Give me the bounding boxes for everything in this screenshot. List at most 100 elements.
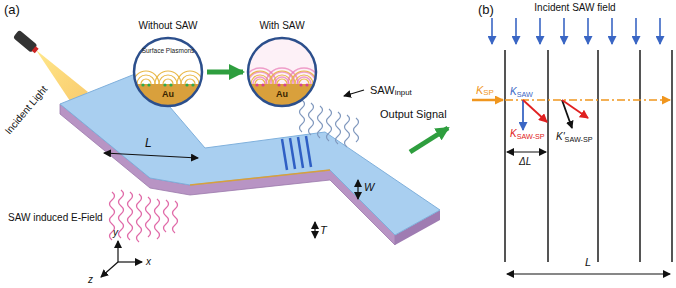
label: L	[145, 137, 152, 150]
width-dimension	[357, 180, 358, 199]
inset-art	[275, 77, 289, 84]
axes	[101, 241, 142, 277]
incident-saw-arrows	[587, 18, 589, 44]
subscript: input	[395, 89, 412, 98]
label: SAW	[370, 84, 395, 96]
inset-art	[132, 36, 204, 108]
inset-art	[159, 75, 177, 84]
inset-art	[163, 83, 166, 86]
axes	[101, 262, 118, 277]
laser	[32, 46, 39, 53]
inset-art	[141, 79, 151, 84]
inset-art	[295, 75, 313, 84]
inset-art	[277, 79, 287, 84]
incident-saw-arrows	[539, 18, 541, 44]
label: (a)	[4, 3, 20, 17]
subscript: SP	[483, 89, 494, 98]
incident-saw-arrows	[563, 18, 565, 44]
inset-art	[177, 71, 203, 84]
incident-saw-arrows	[611, 18, 613, 44]
e-field-waves	[137, 194, 142, 242]
label: L	[585, 256, 591, 268]
saw-input-waves	[318, 106, 323, 138]
idt-electrodes	[298, 137, 303, 168]
incident-saw-arrows	[492, 18, 660, 44]
inset-art	[291, 71, 317, 84]
subscript: SAW	[517, 91, 533, 99]
inset-art	[292, 72, 316, 84]
inset-art	[169, 83, 172, 86]
inset-heading: Without SAW	[138, 20, 197, 31]
grating-lines	[671, 50, 673, 262]
e-field-waves	[164, 200, 169, 232]
inset-art	[246, 36, 318, 108]
inset-art	[255, 79, 265, 84]
subscript: SAW-SP	[517, 133, 545, 141]
e-field-waves	[146, 197, 151, 237]
ksp-vector	[472, 99, 503, 102]
ksaw-sp-vector	[562, 100, 588, 118]
subscript: SAW-SP	[565, 136, 593, 144]
e-field-waves	[155, 199, 160, 239]
inset-caption: Surface Plasmons	[142, 47, 195, 54]
saw-input-waves	[300, 100, 305, 132]
inset-art	[246, 36, 318, 108]
waveguide	[60, 72, 440, 235]
inset-art	[255, 83, 258, 86]
saw-direction-arrow	[344, 90, 364, 96]
saw-input-waves	[300, 100, 359, 147]
inset-art	[305, 83, 308, 86]
saw-input-waves	[345, 115, 350, 147]
inset-art	[181, 75, 199, 84]
thickness-dimension	[314, 222, 315, 238]
incident-saw-arrows	[659, 18, 661, 44]
label: z	[88, 274, 93, 285]
waveguide	[395, 210, 440, 245]
waveguide	[60, 104, 395, 245]
sp-path	[505, 99, 670, 101]
label: Incident Light	[3, 84, 50, 137]
length-dimension	[507, 273, 670, 274]
incident-saw-arrows	[635, 18, 637, 44]
inset-art	[248, 38, 316, 106]
idt-electrodes	[282, 136, 311, 170]
inset-art	[299, 83, 302, 86]
grating-lines	[547, 50, 549, 262]
label: Incident SAW field	[534, 2, 615, 13]
output-arrow	[410, 128, 448, 152]
e-field-waves	[128, 192, 133, 240]
inset-art	[277, 83, 280, 86]
grating-lines	[504, 50, 506, 262]
inset-art	[185, 79, 195, 84]
material-label: Au	[276, 90, 288, 100]
grating-lines	[639, 50, 641, 262]
inset-art	[261, 83, 264, 86]
kprime-vector	[562, 100, 572, 128]
inset-art	[132, 36, 204, 108]
label: SAW induced E-Field	[8, 212, 103, 223]
idt-electrodes	[290, 138, 295, 169]
inset-art	[141, 83, 144, 86]
length-dimension	[104, 153, 198, 158]
idt-electrodes	[282, 139, 287, 170]
label: K	[510, 86, 517, 97]
inset-art	[134, 38, 202, 106]
label: ΔL	[519, 156, 531, 167]
inset-art	[185, 83, 188, 86]
label: y	[113, 227, 118, 238]
laser	[13, 30, 88, 104]
period-dimension	[507, 151, 546, 152]
saw-input-waves	[309, 103, 314, 135]
inset-art	[283, 83, 286, 86]
axes	[118, 261, 142, 262]
inset-art	[270, 72, 294, 84]
label: K	[510, 128, 517, 139]
inset-heading: With SAW	[259, 20, 304, 31]
inset-art	[248, 72, 272, 84]
ksaw-vector	[522, 100, 524, 130]
inset-art	[297, 77, 311, 84]
e-field-waves	[119, 190, 124, 238]
inset-circle: With SAWAu	[246, 36, 318, 108]
inset-art	[253, 77, 267, 84]
